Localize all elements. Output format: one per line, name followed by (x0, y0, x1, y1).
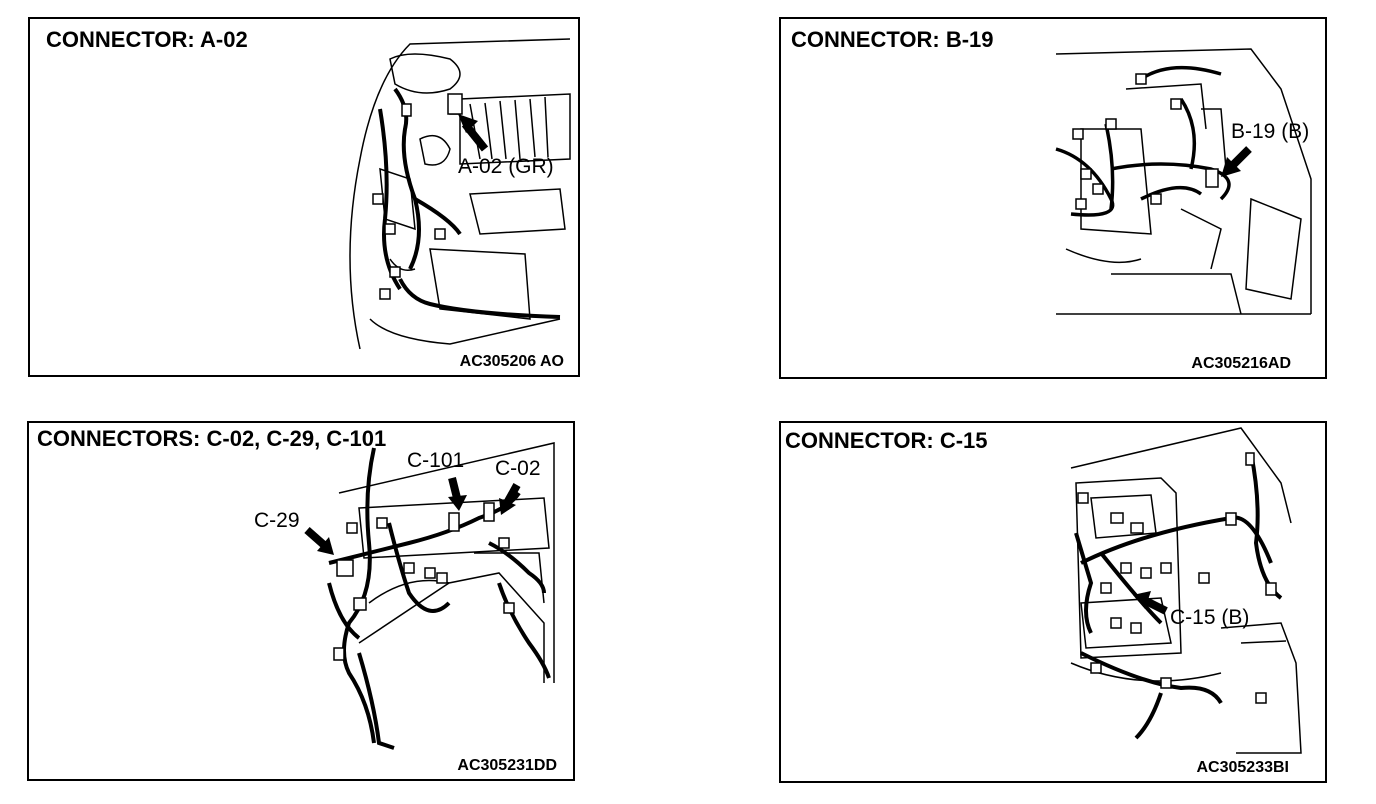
callout-c02: C-02 (495, 457, 541, 480)
figure-code: AC305231DD (457, 757, 557, 774)
dashboard-drawing (304, 442, 555, 750)
pointer-arrow-icon (458, 114, 489, 152)
pointer-arrow-icon (1133, 591, 1168, 615)
callout-c101: C-101 (407, 449, 465, 472)
callout-c15: C-15 (B) (1170, 606, 1250, 629)
panel-title: CONNECTOR: A-02 (46, 27, 248, 52)
panel-title: CONNECTORS: C-02, C-29, C-101 (37, 426, 387, 451)
pointer-arrow-icon (499, 483, 521, 515)
panel-title: CONNECTOR: B-19 (791, 27, 994, 52)
figure-code: AC305233BI (1196, 759, 1290, 776)
figure-code: AC305216AD (1191, 355, 1291, 372)
pointer-arrow-icon (304, 527, 334, 555)
panel-connector-c15: CONNECTOR: C-15 (779, 421, 1327, 783)
engine-bay-drawing (349, 38, 571, 350)
panel-connector-a02: CONNECTOR: A-02 (28, 17, 580, 377)
panel-title: CONNECTOR: C-15 (785, 428, 988, 453)
callout-a02: A-02 (GR) (458, 155, 554, 178)
dashboard-drawing (1070, 427, 1302, 754)
callout-b19: B-19 (B) (1231, 120, 1310, 143)
panel-connectors-c02-c29-c101: CONNECTORS: C-02, C-29, C-101 (27, 421, 575, 781)
pointer-arrow-icon (448, 477, 467, 511)
engine-bay-drawing (1055, 48, 1312, 315)
figure-code: AC305206 AO (459, 353, 564, 370)
pointer-arrow-icon (1221, 146, 1252, 177)
panel-connector-b19: CONNECTOR: B-19 (779, 17, 1327, 379)
callout-c29: C-29 (254, 509, 300, 532)
